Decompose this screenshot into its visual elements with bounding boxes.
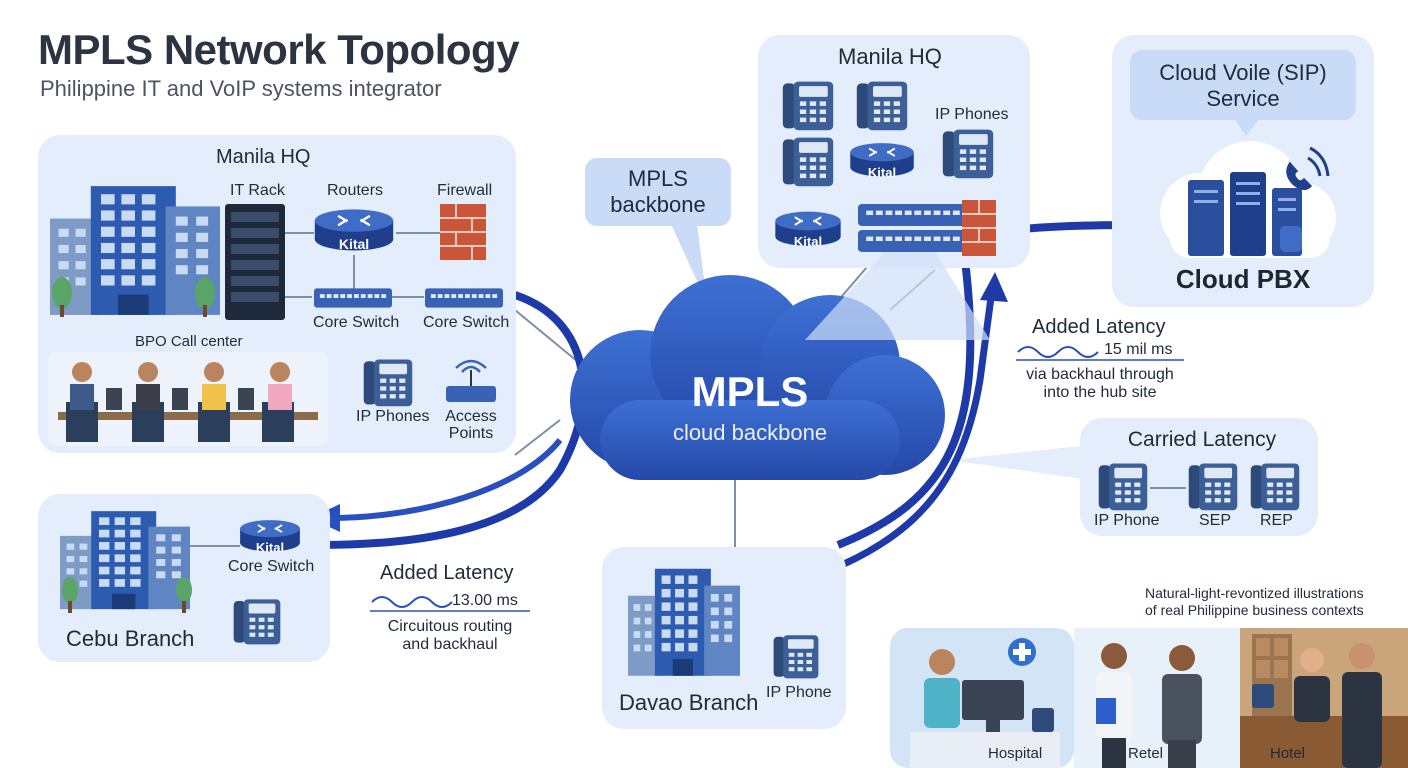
manila-hq-right-title: Manila HQ	[838, 44, 942, 69]
contexts-caption-1: Natural-light-revontized illustrations	[1145, 585, 1364, 601]
latency-right-value: 15 mil ms	[1104, 341, 1173, 358]
latency-left-note-2: and backhaul	[402, 636, 498, 653]
phone-ring-icon	[1286, 146, 1330, 191]
server-icon	[1188, 172, 1302, 256]
cebu-core-switch-label: Core Switch	[228, 558, 315, 575]
tree-icon	[52, 277, 215, 317]
access-points-label-2: Points	[448, 425, 494, 442]
latency-right-note-2: into the hub site	[1043, 384, 1157, 401]
core-switch-1-label: Core Switch	[313, 314, 400, 331]
server-rack-icon	[225, 204, 285, 320]
ip-phone-icon	[1189, 463, 1238, 510]
carried-phone-3-label: REP	[1260, 512, 1293, 529]
rack-links	[285, 232, 440, 298]
carried-phones	[1094, 460, 1306, 512]
ip-phone-icon	[1099, 463, 1148, 510]
ip-phone-icon	[230, 596, 284, 646]
latency-left-title: Added Latency	[380, 562, 514, 584]
carried-phone-1-label: IP Phone	[1094, 512, 1160, 529]
router-badge: Kital	[338, 236, 370, 252]
cebu-branch-title: Cebu Branch	[66, 626, 195, 651]
ip-phone-icon	[778, 134, 838, 188]
sip-callout-line-2: Service	[1206, 86, 1280, 111]
manila-hub-beam	[805, 252, 990, 340]
bpo-label: BPO Call center	[135, 333, 243, 350]
arrowhead-davao	[980, 272, 1008, 302]
contexts-caption-2: of real Philippine business contexts	[1145, 602, 1364, 618]
backhaul-path-cebu	[317, 291, 588, 549]
context-hotel-label: Hotel	[1270, 745, 1306, 762]
mpls-callout-line-2: backbone	[610, 192, 706, 217]
manila-hq-title: Manila HQ	[216, 146, 311, 168]
page-subtitle: Philippine IT and VoIP systems integrato…	[40, 76, 442, 101]
firewall-label: Firewall	[437, 182, 493, 199]
sip-callout-line-1: Cloud Voile (SIP)	[1159, 60, 1327, 85]
manila-right-router-badge-2: Kital	[793, 234, 823, 249]
latency-wave-icon	[370, 596, 530, 612]
medical-cross-icon	[1008, 638, 1036, 666]
carried-callout-pointer	[950, 445, 1090, 480]
davao-ip-phone-label: IP Phone	[766, 684, 832, 701]
routers-label: Routers	[327, 182, 384, 199]
ip-phone-icon	[778, 78, 838, 132]
cebu-router-badge: Kital	[255, 540, 285, 555]
latency-left-note-1: Circuitous routing	[387, 618, 513, 635]
davao-branch-title: Davao Branch	[619, 690, 759, 715]
switch-icon	[858, 204, 968, 226]
cloud-subtitle: cloud backbone	[672, 420, 828, 445]
carried-latency-title: Carried Latency	[1127, 428, 1277, 451]
latency-wave-icon	[1016, 346, 1184, 361]
access-points-label-1: Access	[445, 408, 497, 425]
core-switch-1-icon	[314, 288, 392, 308]
ip-phone-icon	[1251, 463, 1300, 510]
ip-phone-icon	[852, 78, 912, 132]
ip-phones-label: IP Phones	[356, 408, 430, 425]
latency-right-title: Added Latency	[1032, 316, 1166, 338]
switch-icon	[858, 230, 968, 252]
business-contexts-illustration	[890, 628, 1408, 768]
core-switch-2-icon	[425, 288, 503, 308]
cloud-icon	[570, 275, 945, 480]
context-retail-label: Retel	[1128, 745, 1164, 762]
tree-icon	[62, 577, 192, 613]
page-title: MPLS Network Topology	[38, 26, 520, 73]
latency-left-value: 13.00 ms	[452, 592, 518, 609]
firewall-icon	[440, 204, 486, 260]
access-point-icon	[446, 359, 496, 402]
latency-right-note-1: via backhaul through	[1026, 366, 1174, 383]
firewall-icon	[962, 200, 996, 256]
core-switch-2-label: Core Switch	[423, 314, 510, 331]
cebu-link	[190, 545, 240, 547]
ip-phone-icon	[360, 356, 416, 408]
carried-phone-2-label: SEP	[1199, 512, 1232, 529]
sip-callout-bubble	[1130, 50, 1356, 136]
building-icon	[628, 562, 740, 680]
manila-right-router-badge-1: Kital	[867, 165, 897, 180]
mpls-callout-line-1: MPLS	[628, 166, 688, 191]
call-center-illustration	[48, 352, 328, 446]
return-path-cebu	[329, 438, 563, 521]
ip-phone-icon	[938, 126, 998, 180]
cloud-title: MPLS	[691, 368, 809, 415]
cloud-pbx-label: Cloud PBX	[1175, 264, 1311, 294]
cloud-pbx-illustration	[1160, 141, 1336, 258]
manila-right-ip-phones-label: IP Phones	[935, 106, 1009, 123]
it-rack-label: IT Rack	[230, 182, 285, 199]
context-hospital-label: Hospital	[988, 745, 1043, 762]
ip-phone-icon	[770, 632, 822, 680]
